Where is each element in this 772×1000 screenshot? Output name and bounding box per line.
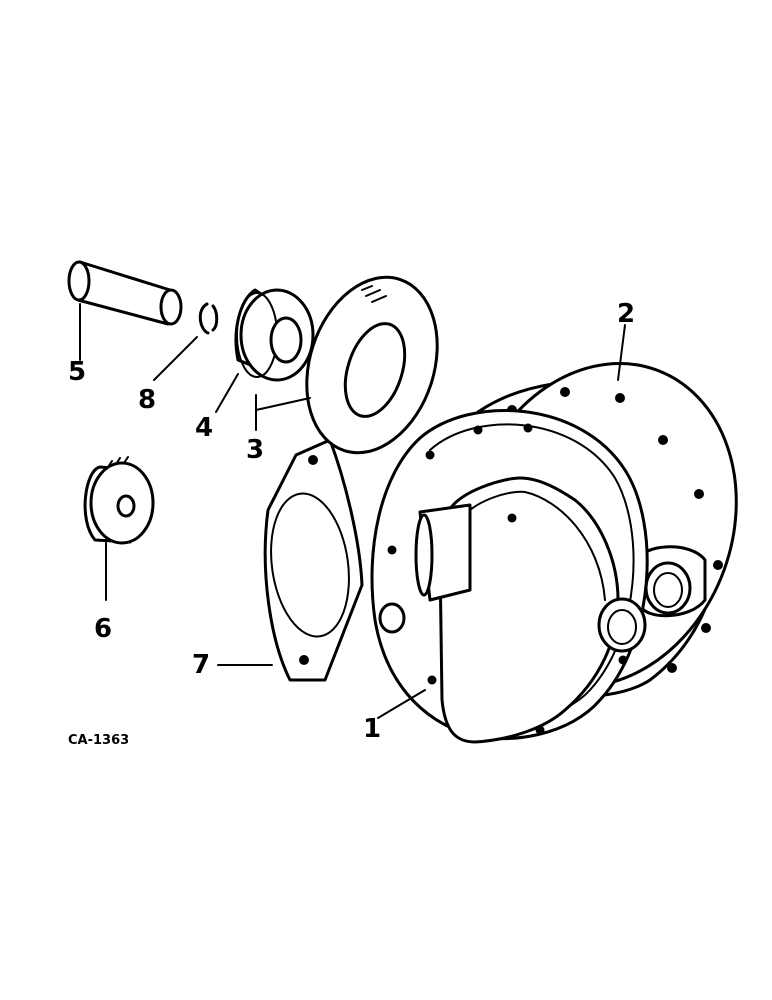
callout-1: 1 xyxy=(363,714,381,744)
callout-7: 7 xyxy=(192,650,210,680)
callout-5: 5 xyxy=(68,357,86,387)
part-8-snap-ring xyxy=(198,302,219,335)
callout-2: 2 xyxy=(617,299,635,329)
part-7-gasket xyxy=(263,438,364,682)
part-6-gear xyxy=(83,456,155,545)
drawing-code: CA-1363 xyxy=(68,733,129,748)
callout-labels: 1 2 3 4 5 6 7 8 CA-1363 xyxy=(68,299,635,748)
callout-6: 6 xyxy=(94,614,112,644)
part-1-main-housing xyxy=(370,408,649,744)
part-5-pin xyxy=(67,260,183,326)
callout-4: 4 xyxy=(195,413,213,443)
callout-8: 8 xyxy=(138,385,156,415)
flange-bolt-holes xyxy=(507,387,723,673)
part-4-bushing xyxy=(234,288,315,382)
housing-bolt-holes xyxy=(387,423,628,735)
callout-3: 3 xyxy=(246,435,264,465)
leader-lines xyxy=(79,303,626,719)
